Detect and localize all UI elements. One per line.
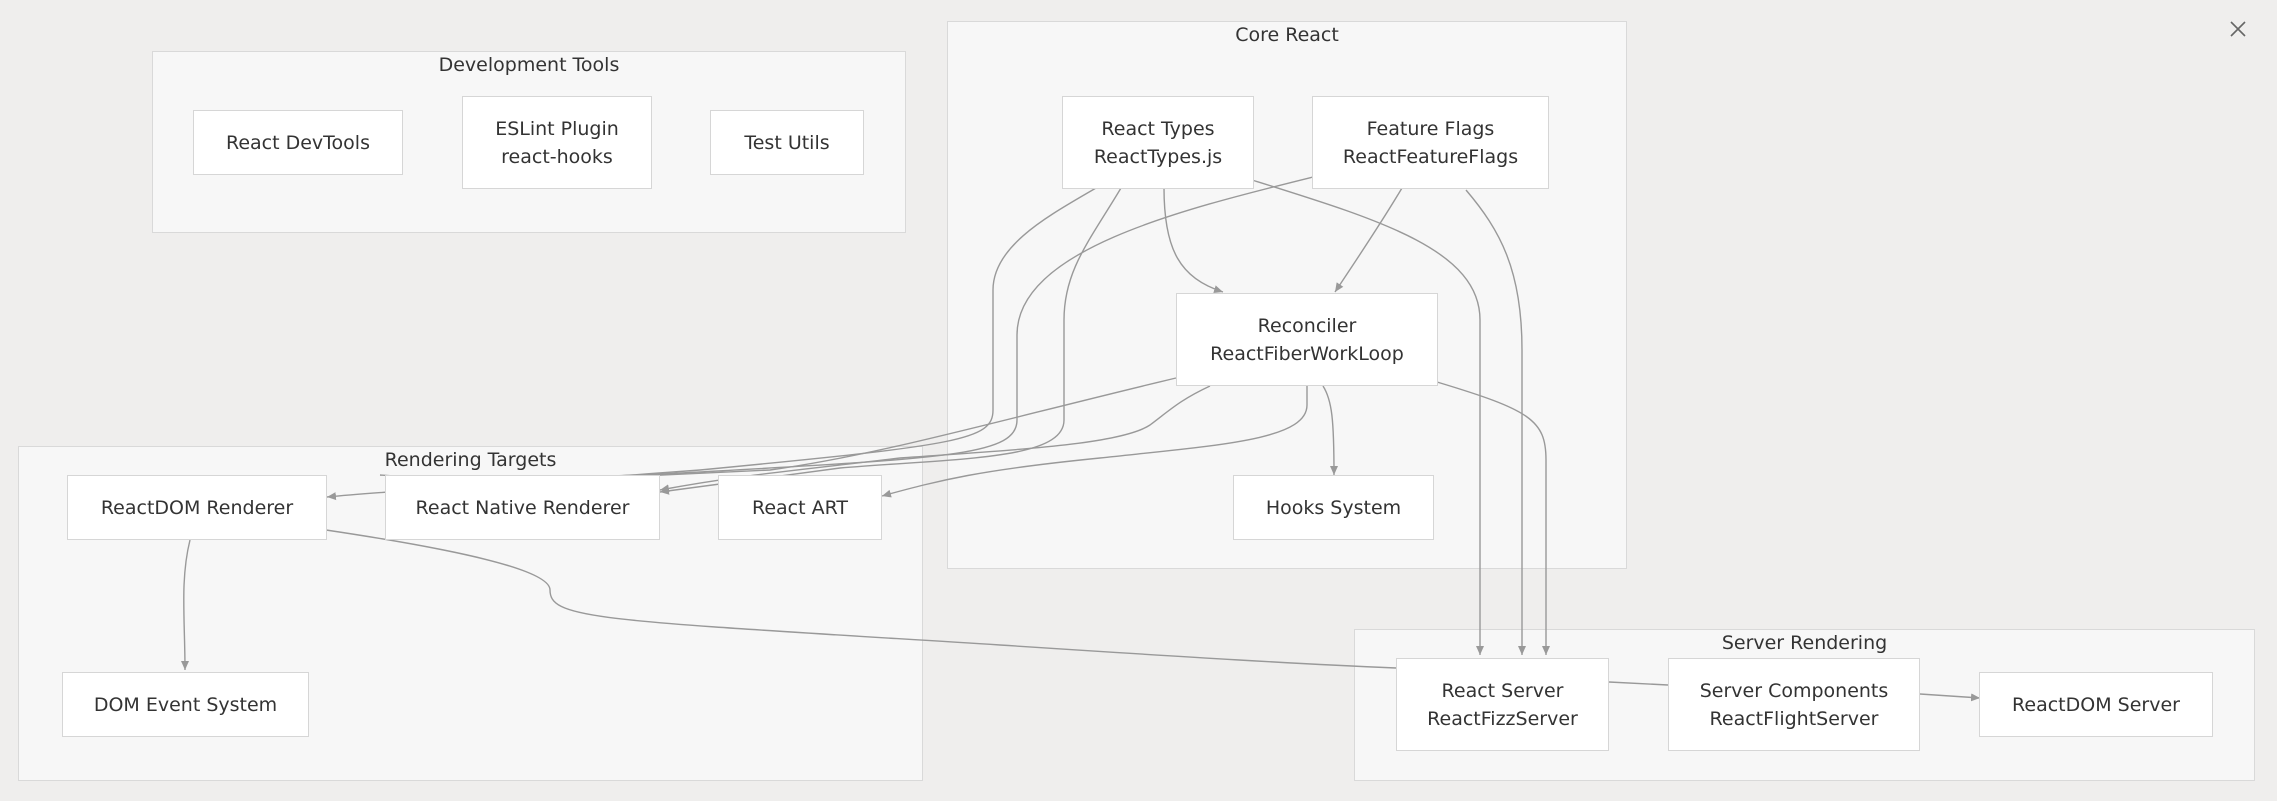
node-react-devtools-label: React DevTools — [226, 131, 370, 154]
cluster-title-server-rendering: Server Rendering — [1721, 632, 1888, 654]
node-dom-event-system-label: DOM Event System — [93, 693, 278, 716]
node-reactdom-server-label: ReactDOM Server — [2012, 693, 2180, 716]
node-reconciler-sublabel: ReactFiberWorkLoop — [1210, 342, 1404, 365]
node-test-utils[interactable]: Test Utils — [710, 110, 864, 175]
node-reactdom-server[interactable]: ReactDOM Server — [1979, 672, 2213, 737]
cluster-title-rendering-targets: Rendering Targets — [384, 449, 557, 471]
node-react-native-renderer[interactable]: React Native Renderer — [385, 475, 660, 540]
node-react-devtools[interactable]: React DevTools — [193, 110, 403, 175]
node-reactdom-renderer[interactable]: ReactDOM Renderer — [67, 475, 327, 540]
node-test-utils-label: Test Utils — [744, 131, 830, 154]
node-server-components-label: Server Components — [1699, 679, 1889, 702]
node-react-types[interactable]: React Types ReactTypes.js — [1062, 96, 1254, 189]
node-reconciler-label: Reconciler — [1257, 314, 1357, 337]
node-react-native-renderer-label: React Native Renderer — [415, 496, 630, 519]
node-reconciler[interactable]: Reconciler ReactFiberWorkLoop — [1176, 293, 1438, 386]
node-react-art[interactable]: React ART — [718, 475, 882, 540]
node-eslint-plugin[interactable]: ESLint Plugin react-hooks — [462, 96, 652, 189]
close-icon[interactable] — [2226, 17, 2250, 41]
node-hooks-system[interactable]: Hooks System — [1233, 475, 1434, 540]
node-react-server-label: React Server — [1441, 679, 1564, 702]
node-react-server-sublabel: ReactFizzServer — [1427, 707, 1578, 730]
node-server-components[interactable]: Server Components ReactFlightServer — [1668, 658, 1920, 751]
node-react-server[interactable]: React Server ReactFizzServer — [1396, 658, 1609, 751]
node-feature-flags-label: Feature Flags — [1366, 117, 1495, 140]
node-feature-flags-sublabel: ReactFeatureFlags — [1342, 145, 1519, 168]
node-react-types-label: React Types — [1101, 117, 1215, 140]
node-hooks-system-label: Hooks System — [1265, 496, 1402, 519]
node-reactdom-renderer-label: ReactDOM Renderer — [100, 496, 294, 519]
node-react-art-label: React ART — [751, 496, 849, 519]
node-feature-flags[interactable]: Feature Flags ReactFeatureFlags — [1312, 96, 1549, 189]
cluster-title-core-react: Core React — [1235, 24, 1339, 46]
node-server-components-sublabel: ReactFlightServer — [1709, 707, 1879, 730]
node-react-types-sublabel: ReactTypes.js — [1093, 145, 1223, 168]
node-eslint-plugin-label: ESLint Plugin — [495, 117, 619, 140]
node-eslint-plugin-sublabel: react-hooks — [501, 145, 613, 168]
cluster-title-development-tools: Development Tools — [438, 54, 620, 76]
node-dom-event-system[interactable]: DOM Event System — [62, 672, 309, 737]
